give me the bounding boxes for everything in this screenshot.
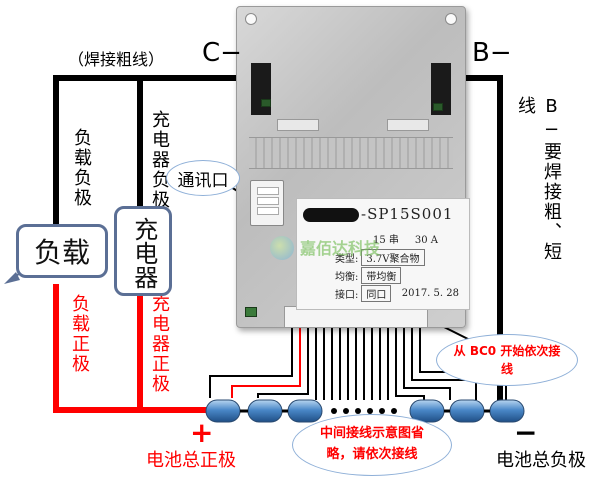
b-minus-weld-note: B−要焊接粗、短线 — [515, 96, 562, 262]
solder-pad — [277, 119, 319, 131]
load-positive-label: 负载正极 — [69, 294, 90, 374]
battery-cells-left — [205, 399, 323, 423]
comm-port-connector — [250, 180, 284, 226]
charger-box: 充电器 — [114, 206, 172, 296]
product-label-sticker: -SP15S001 15 串 30 A 类型:3.7V聚合物 均衡:带均衡 接口… — [296, 198, 470, 310]
spec-type-row: 类型:3.7V聚合物 — [335, 249, 425, 266]
battery-cell — [247, 399, 283, 423]
spec-balance-row: 均衡:带均衡 — [335, 267, 402, 284]
load-positive-wire — [53, 284, 212, 413]
charger-negative-label: 充电器负极 — [149, 110, 170, 210]
weld-thick-wire-note: （焊接粗线） — [68, 50, 165, 69]
comm-port-callout: 通讯口 — [166, 160, 240, 196]
balance-wires — [209, 326, 507, 400]
battery-cell — [449, 399, 485, 423]
heatsink-strip — [249, 137, 453, 169]
battery-positive-sign: + — [190, 416, 214, 449]
mounting-hole — [445, 13, 457, 25]
model-number: -SP15S001 — [303, 205, 463, 227]
battery-cell — [287, 399, 323, 423]
omitted-cells-dots — [331, 408, 397, 414]
middle-wiring-callout: 中间接线示意图省略，请依次接线 — [292, 414, 452, 476]
battery-negative-label: 电池总负极 — [496, 450, 586, 471]
brand-logo-icon — [270, 236, 294, 260]
brand-watermark: 嘉佰达科技 — [270, 234, 500, 264]
mounting-hole — [245, 13, 257, 25]
battery-negative-sign: − — [514, 416, 538, 449]
b-minus-solder-pad — [431, 63, 451, 115]
b-minus-label: B− — [472, 38, 512, 68]
battery-cells-right — [409, 399, 525, 423]
obscured-model-prefix — [303, 208, 359, 222]
load-negative-label: 负载负极 — [71, 128, 92, 208]
load-box: 负载 — [16, 224, 108, 278]
c-minus-label: C− — [202, 38, 242, 68]
solder-pad — [387, 119, 429, 131]
load-charger-negative-link — [56, 75, 143, 228]
smd-component — [433, 103, 443, 111]
c-minus-solder-pad — [251, 63, 271, 115]
battery-positive-label: 电池总正极 — [146, 450, 236, 471]
load-arrowhead — [4, 272, 20, 284]
positive-wires — [53, 284, 212, 413]
manufacture-date: 2017. 5. 28 — [401, 288, 459, 299]
start-wiring-callout: 从 BC0 开始依次接线 — [436, 334, 578, 386]
spec-series-row: 15 串 30 A — [373, 235, 438, 246]
smd-component — [245, 307, 257, 317]
smd-component — [261, 99, 271, 107]
spec-port-row: 接口:同口 — [335, 285, 392, 302]
charger-positive-label: 充电器正极 — [149, 294, 170, 394]
